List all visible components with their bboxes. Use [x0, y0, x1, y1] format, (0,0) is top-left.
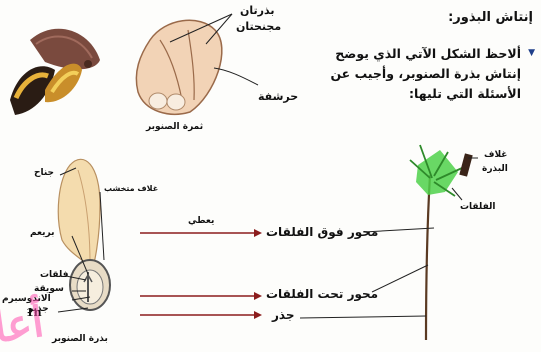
label-woody-coat: غلاف متخشب	[104, 184, 158, 193]
label-plumule: بريعم	[30, 228, 55, 238]
label-winged: مجنحتان	[236, 20, 281, 33]
label-epicotyl: محور فوق الفلقات	[266, 225, 378, 239]
arrows	[140, 229, 262, 319]
section-heading: إنتاش البذور:	[448, 10, 533, 25]
label-gives: يعطي	[188, 216, 214, 226]
caption-pine-seed: بذرة الصنوبر	[52, 334, 108, 344]
caption-pine-fruit: ثمرة الصنوبر	[146, 122, 203, 132]
label-cotyledons: فلقات	[40, 270, 68, 280]
label-seeds: بذرتان	[240, 4, 274, 17]
label-root: جذر	[272, 308, 295, 322]
watermark: أعا	[0, 297, 47, 352]
label-seed-coat-2: البذرة	[482, 164, 508, 174]
triangle-bullet-icon: ▼	[528, 48, 535, 58]
pine-seed	[58, 159, 110, 312]
label-hypocotyl-axis: محور تحت الفلقات	[266, 287, 378, 301]
label-seedling-cotyledons: الفلقات	[460, 202, 496, 212]
seedling	[300, 145, 478, 340]
pine-cone-fragment	[10, 29, 100, 115]
label-seed-coat-1: غلاف	[484, 150, 507, 160]
label-scale: حرشفة	[258, 90, 298, 103]
question-text: ألاحظ الشكل الآتي الذي يوضح إنتاش بذرة ا…	[313, 44, 533, 104]
label-hypocotyl: سويقة	[34, 284, 64, 294]
label-wing: جناح	[34, 168, 54, 178]
question-block: ▼ ألاحظ الشكل الآتي الذي يوضح إنتاش بذرة…	[313, 44, 533, 104]
